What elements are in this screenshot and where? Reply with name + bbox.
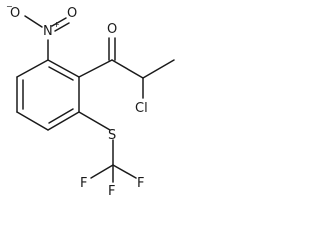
f-left-label: F — [80, 176, 87, 191]
f-right-label: F — [137, 176, 144, 191]
ring-bond-c1-c2 — [47, 59, 80, 78]
ring-double-bond-c1-c2 — [48, 66, 74, 81]
bond-ring-s — [78, 111, 111, 131]
bond-nitro-o-single — [24, 15, 43, 28]
f-top-label: F — [108, 184, 115, 199]
ring-bond-c3-c4 — [47, 111, 80, 131]
s-label: S — [108, 128, 116, 143]
ring-bond-c4-c5 — [16, 111, 49, 131]
structure-diagram: N + O − N O O Cl S F F F — [6, 2, 175, 199]
ring-bond-c6-c1 — [16, 59, 49, 78]
nitro-n-label: N — [43, 24, 53, 39]
bond-ring-carbonyl — [78, 59, 113, 78]
benzene-ring — [16, 59, 80, 131]
nitro-o-minus-label: O — [10, 6, 20, 21]
bond-c-f-right — [112, 164, 137, 179]
nitro-n-charge: + — [53, 20, 60, 29]
nitro-o-double-label: O — [67, 6, 77, 21]
carbonyl-o-label: O — [107, 22, 117, 37]
bond-nitro-o-double-a — [51, 17, 67, 27]
cl-label: Cl — [135, 101, 148, 116]
ring-double-bond-c3-c4 — [48, 108, 74, 124]
nitro-o-minus-charge: − — [6, 2, 13, 11]
bond-alpha-methyl — [142, 59, 175, 79]
bond-nitro-o-double-b — [54, 22, 70, 32]
bond-c-f-left — [90, 164, 114, 179]
bond-carbonyl-alpha — [111, 59, 144, 79]
